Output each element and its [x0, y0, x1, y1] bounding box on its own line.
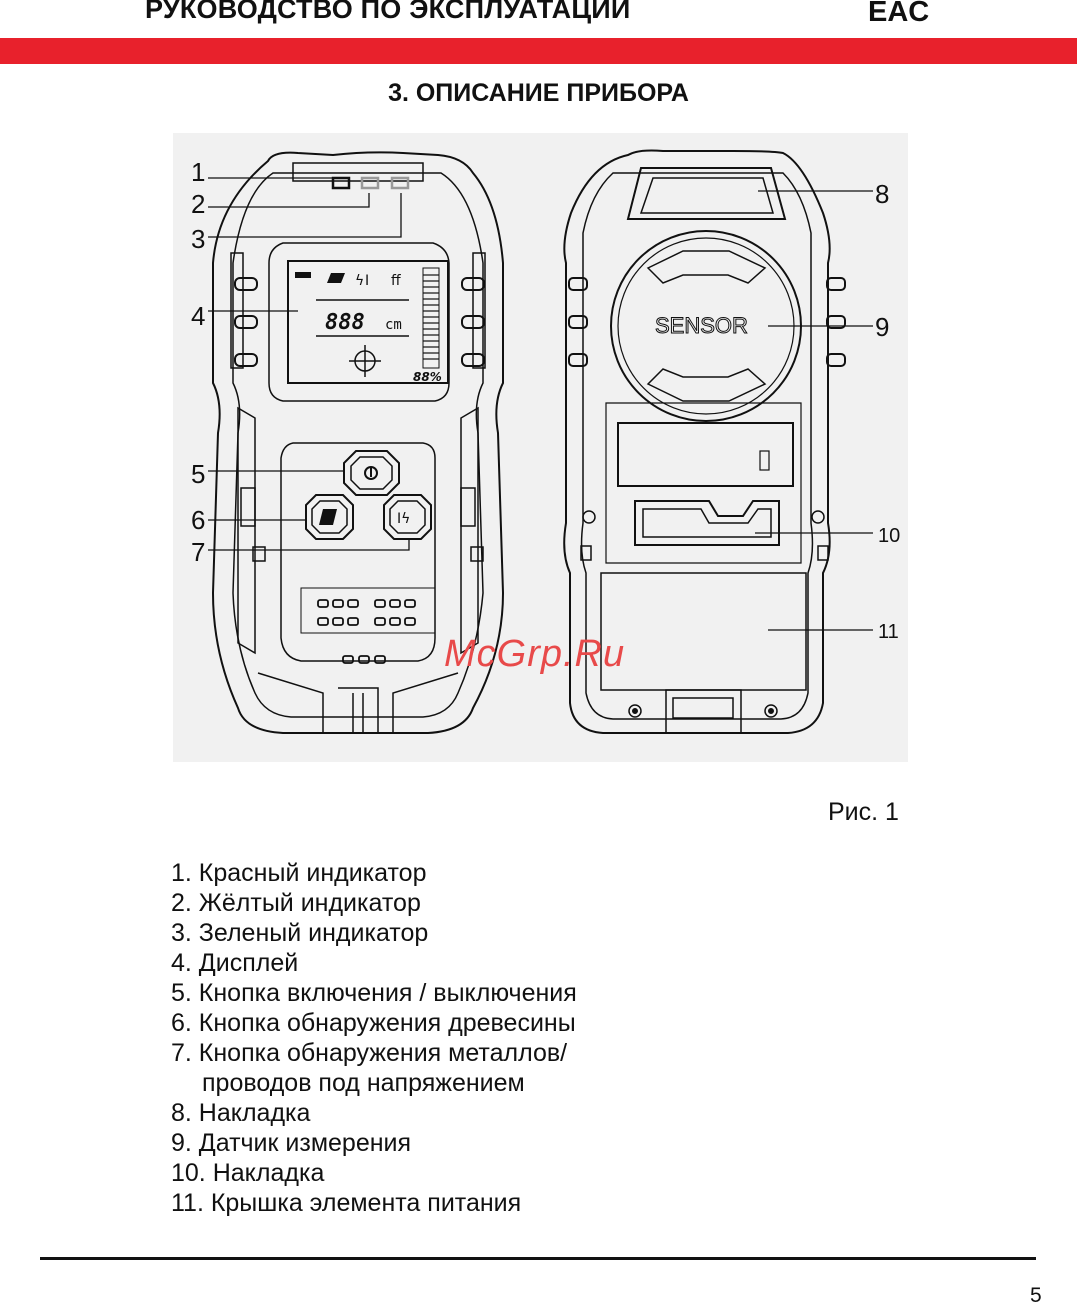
figure-caption: Рис. 1	[828, 798, 899, 826]
callout-8: 8	[875, 179, 889, 209]
back-device: SENSOR	[563, 149, 846, 734]
legend-item: 4. Дисплей	[171, 949, 299, 977]
legend-item: 1. Красный индикатор	[171, 859, 427, 887]
header-title: РУКОВОДСТВО ПО ЭКСПЛУАТАЦИИ	[145, 0, 631, 24]
callout-2: 2	[191, 189, 205, 219]
legend-item: 3. Зеленый индикатор	[171, 919, 429, 947]
device-drawing: ϟ Ι ff 888 cm 88%	[191, 149, 900, 734]
callout-6: 6	[191, 505, 205, 535]
callout-9: 9	[875, 312, 889, 342]
display-percent: 88%	[413, 370, 442, 384]
header-red-bar	[0, 38, 1077, 64]
legend-item-continuation: проводов под напряжением	[202, 1069, 525, 1097]
legend-item: 5. Кнопка включения / выключения	[171, 979, 577, 1007]
device-figure: ϟ Ι ff 888 cm 88%	[173, 133, 908, 762]
callout-11: 11	[878, 621, 899, 643]
legend-item: 10. Накладка	[171, 1159, 325, 1187]
svg-text:ϟ: ϟ	[355, 273, 364, 289]
footer-rule	[40, 1257, 1036, 1260]
svg-text:Iϟ: Iϟ	[397, 511, 410, 527]
callout-lines	[208, 177, 873, 631]
legend-item: 6. Кнопка обнаружения древесины	[171, 1009, 576, 1037]
callout-4: 4	[191, 301, 205, 331]
watermark: McGrp.Ru	[444, 633, 626, 675]
parts-legend: 1. Красный индикатор 2. Жёлтый индикатор…	[171, 858, 577, 1218]
callout-5: 5	[191, 459, 205, 489]
display-reading: 888	[325, 310, 365, 335]
svg-text:Ι: Ι	[365, 273, 369, 289]
legend-item: 7. Кнопка обнаружения металлов/	[171, 1039, 568, 1067]
svg-text:ff: ff	[391, 273, 401, 289]
sensor-label: SENSOR	[655, 313, 748, 338]
display-unit: cm	[385, 317, 402, 333]
callout-3: 3	[191, 224, 205, 254]
callout-7: 7	[191, 537, 205, 567]
legend-item: 11. Крышка элемента питания	[171, 1189, 522, 1217]
front-device: ϟ Ι ff 888 cm 88%	[211, 151, 505, 734]
section-title: 3. ОПИСАНИЕ ПРИБОРА	[388, 79, 689, 107]
legend-item: 9. Датчик измерения	[171, 1129, 412, 1157]
legend-item: 2. Жёлтый индикатор	[171, 889, 421, 917]
callout-10: 10	[878, 525, 900, 547]
page-number: 5	[1030, 1284, 1042, 1307]
callout-1: 1	[191, 157, 205, 187]
legend-item: 8. Накладка	[171, 1099, 311, 1127]
eac-mark: EAC	[868, 0, 930, 28]
